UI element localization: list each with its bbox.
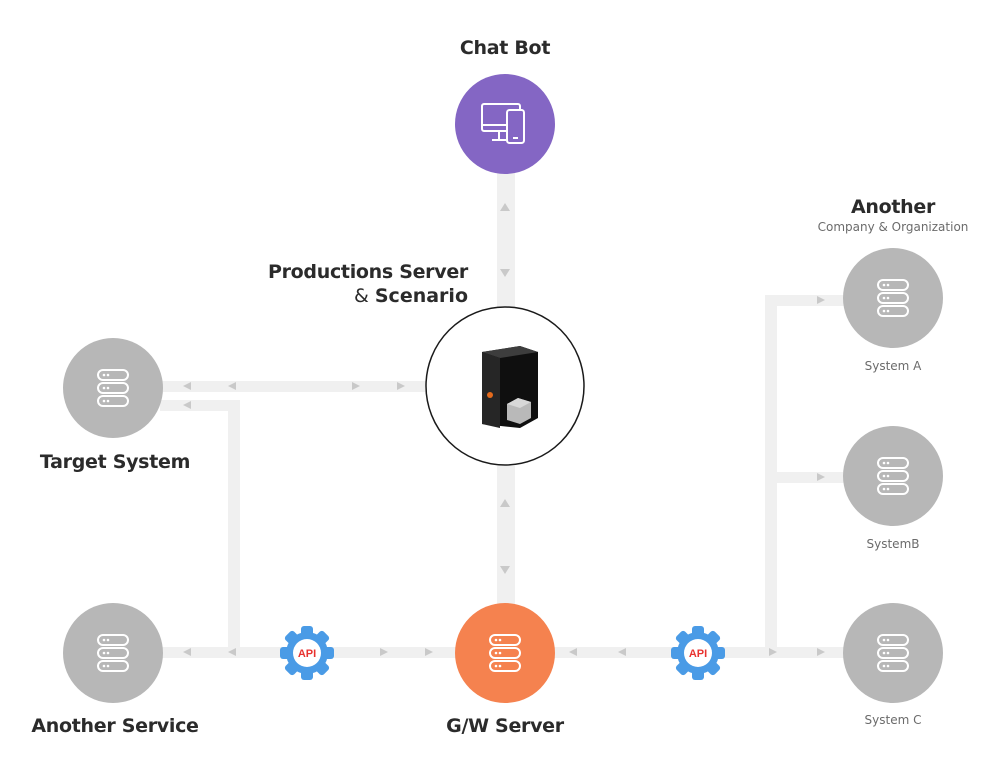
connector-target-branch-horizontal [160, 400, 240, 411]
system-b-node [843, 426, 943, 526]
chat-bot-node [455, 74, 555, 174]
arrow-down-icon [500, 269, 510, 277]
target-system-node [63, 338, 163, 438]
another-company-title: Another [850, 196, 936, 218]
arrow-left-icon [228, 382, 236, 390]
arrow-left-icon [183, 401, 191, 409]
connector-system-b [765, 472, 845, 483]
connector-target-branch-vertical [228, 400, 240, 658]
system-c-label: System C [864, 713, 922, 727]
arrow-left-icon [618, 648, 626, 656]
system-c-node [843, 603, 943, 703]
production-server-node [425, 306, 585, 466]
another-company-subtitle: Company & Organization [817, 220, 969, 234]
api-gear-left: API [280, 626, 334, 680]
gw-server-node [455, 603, 555, 703]
connector-chatbot-production [497, 168, 515, 308]
production-server-label-scenario: Scenario [374, 285, 468, 307]
server-tower-icon [482, 346, 538, 428]
connector-production-target [160, 381, 428, 392]
arrow-markers [183, 203, 825, 656]
arrow-right-icon [817, 648, 825, 656]
production-server-label-line1: Productions Server [267, 261, 468, 283]
arrow-right-icon [817, 473, 825, 481]
another-service-label: Another Service [31, 715, 199, 737]
arrow-right-icon [769, 648, 777, 656]
production-server-label-prefix: & [354, 285, 375, 307]
arrow-right-icon [817, 296, 825, 304]
arrow-up-icon [500, 499, 510, 507]
arrow-right-icon [425, 648, 433, 656]
arrow-up-icon [500, 203, 510, 211]
target-system-label: Target System [39, 451, 191, 473]
system-a-label: System A [864, 359, 922, 373]
api-label: API [298, 648, 316, 660]
arrow-left-icon [183, 648, 191, 656]
chat-bot-label: Chat Bot [459, 37, 551, 59]
gw-server-label: G/W Server [446, 715, 564, 737]
arrow-left-icon [183, 382, 191, 390]
arrow-down-icon [500, 566, 510, 574]
api-label: API [689, 648, 707, 660]
connector-system-a [765, 295, 845, 306]
arrow-right-icon [380, 648, 388, 656]
arrow-left-icon [569, 648, 577, 656]
system-a-node [843, 248, 943, 348]
api-gear-right: API [671, 626, 725, 680]
arrow-right-icon [397, 382, 405, 390]
connector-production-gw [497, 466, 515, 606]
arrow-left-icon [228, 648, 236, 656]
another-service-node [63, 603, 163, 703]
devices-icon [481, 103, 525, 144]
production-server-label-line2: & Scenario [354, 285, 468, 307]
arrow-right-icon [352, 382, 360, 390]
system-b-label: SystemB [866, 537, 920, 551]
